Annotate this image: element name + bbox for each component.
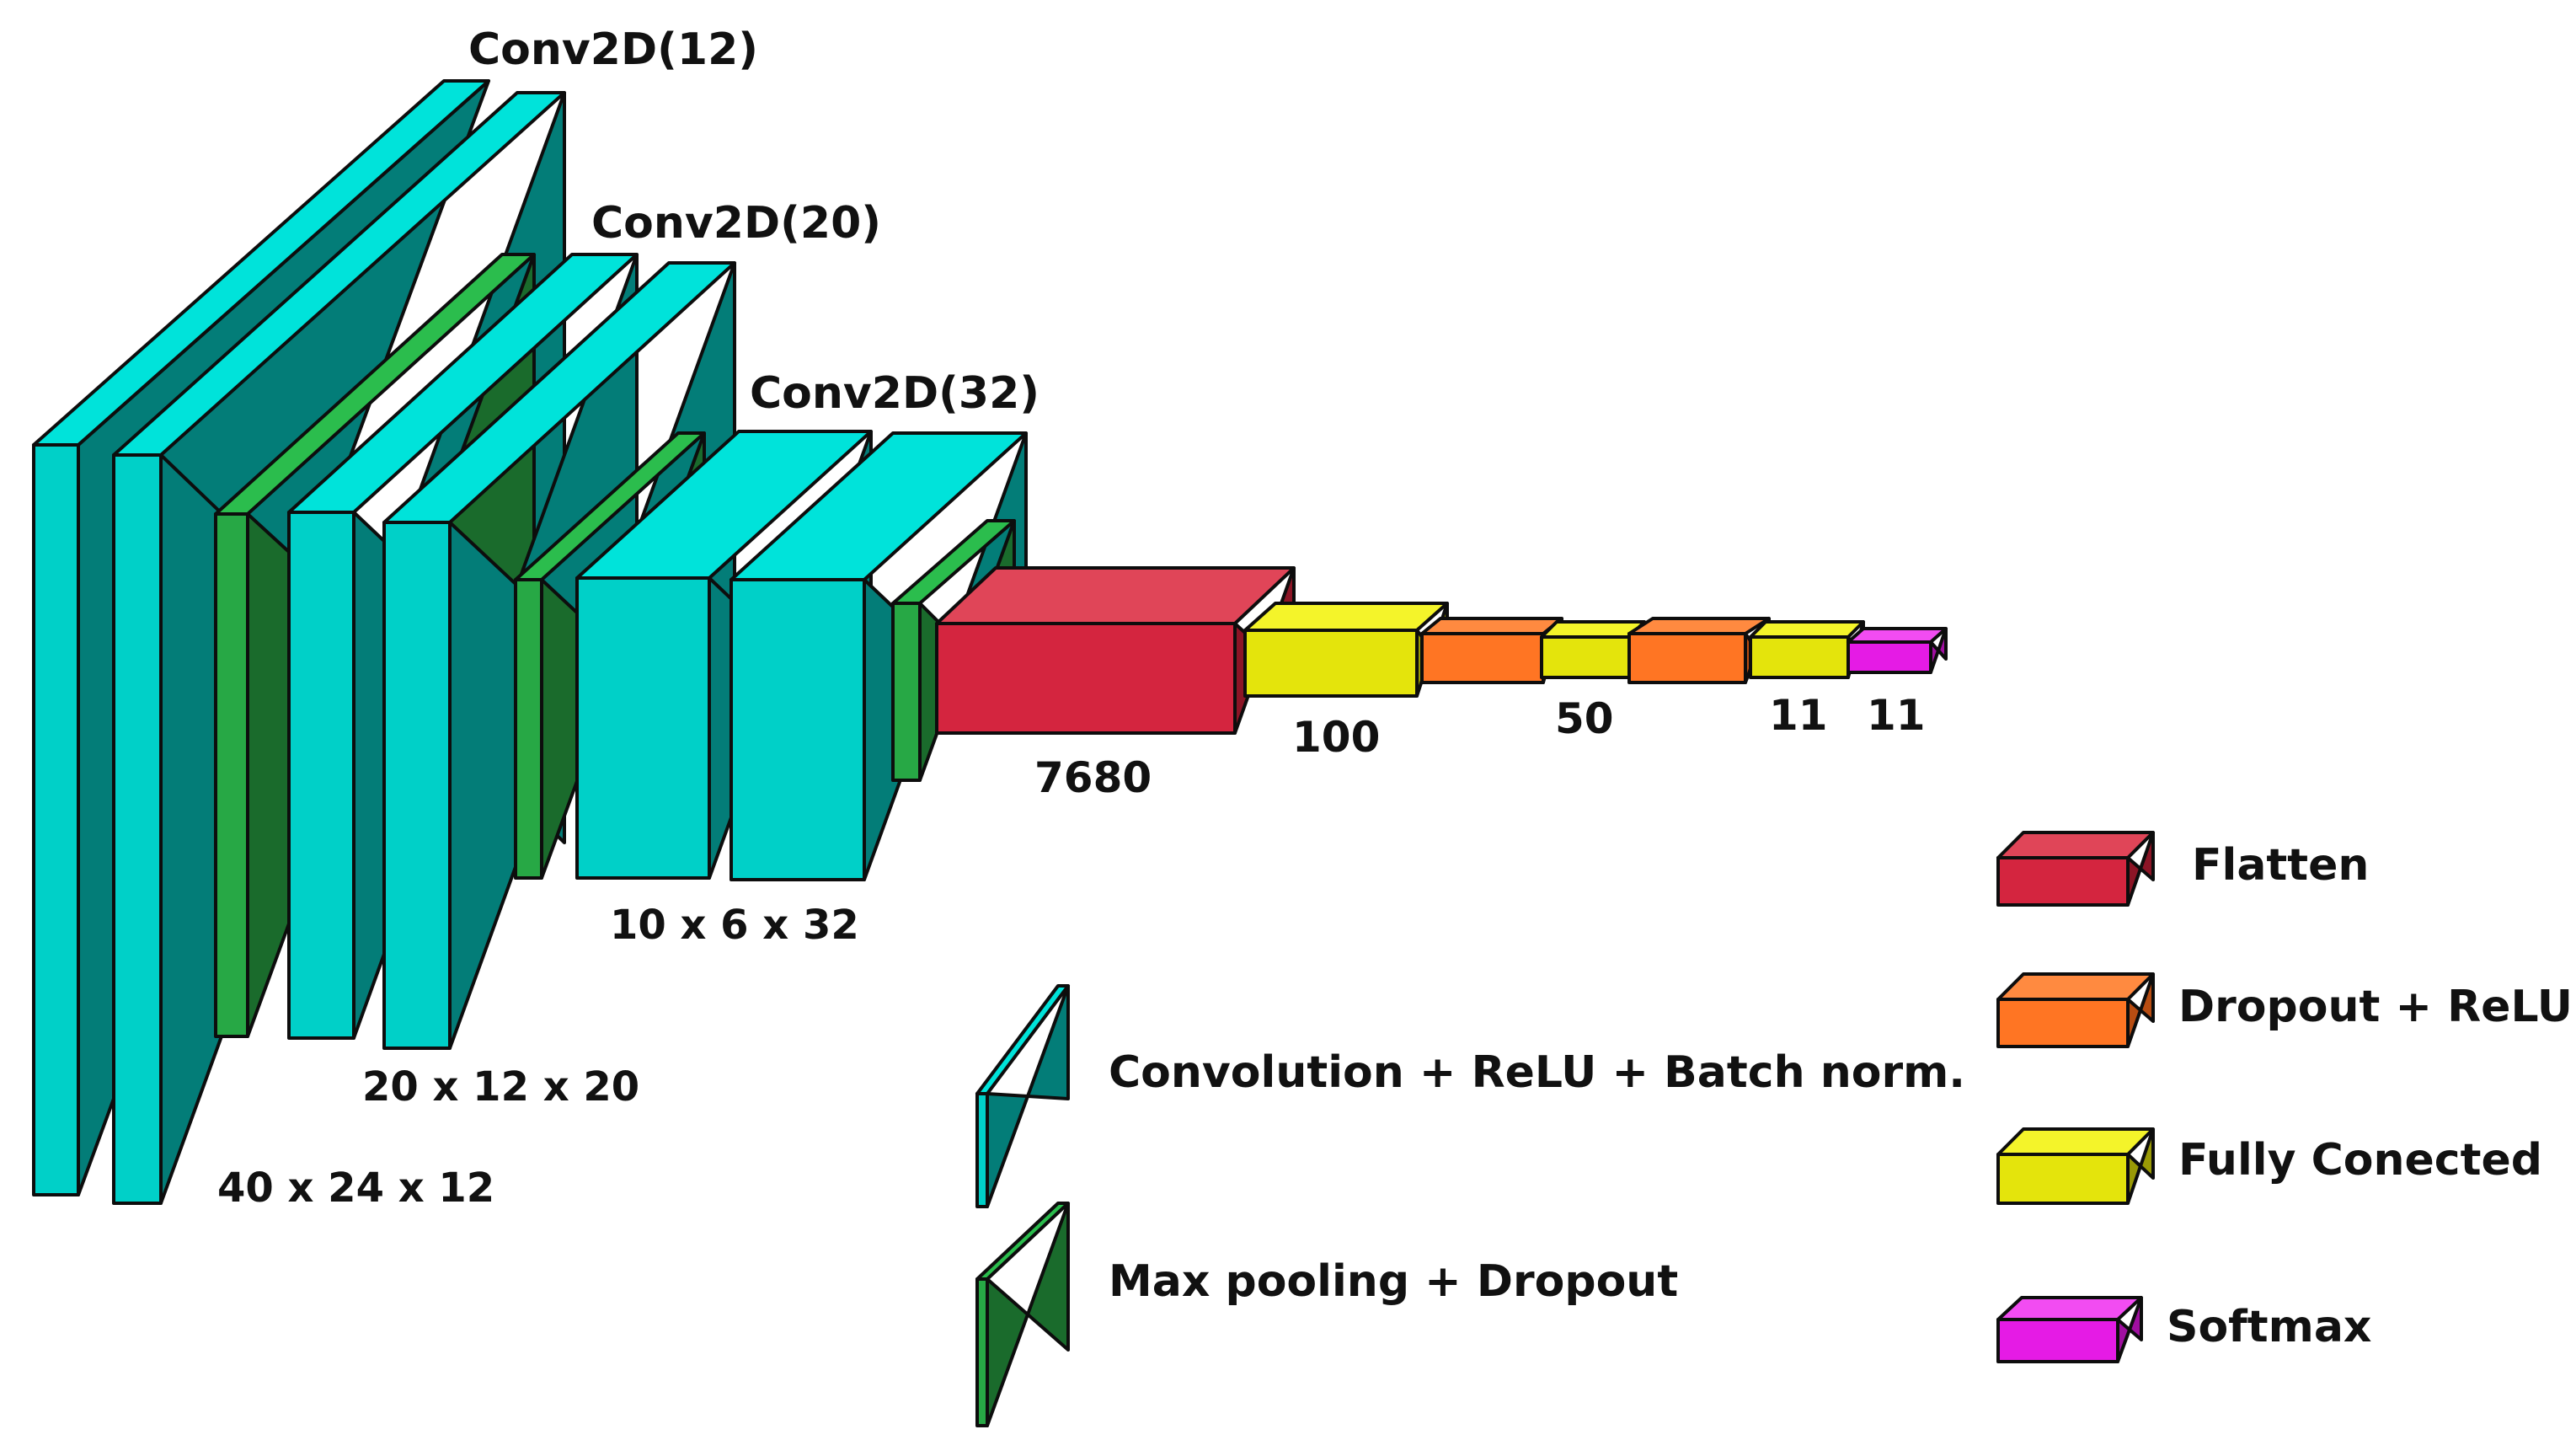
softmax-block xyxy=(1846,627,1948,674)
legend-pool-swatch xyxy=(975,1202,1070,1427)
top xyxy=(1846,627,1948,644)
top xyxy=(1996,1296,2143,1321)
front xyxy=(514,578,543,880)
top xyxy=(1243,602,1449,632)
legend-softmax-swatch xyxy=(1996,1296,2143,1363)
front xyxy=(1996,998,2130,1048)
front xyxy=(575,576,711,880)
stage3-dimension-label: 10 x 6 x 32 xyxy=(610,902,859,949)
front xyxy=(891,602,922,782)
stage2-title: Conv2D(20) xyxy=(591,198,881,249)
front xyxy=(975,1092,989,1208)
front xyxy=(935,622,1237,735)
top xyxy=(1627,617,1771,635)
front xyxy=(382,521,452,1050)
softmax-units-label: 11 xyxy=(1867,691,1926,740)
fc-block-3 xyxy=(1749,620,1865,679)
top xyxy=(1996,1127,2155,1156)
legend-flatten-label: Flatten xyxy=(2192,840,2369,891)
stage1-title: Conv2D(12) xyxy=(468,24,758,75)
front xyxy=(112,453,163,1205)
stage1-dimension-label: 40 x 24 x 12 xyxy=(217,1164,494,1212)
legend-dropout-label: Dropout + ReLU xyxy=(2178,982,2573,1032)
stage3-title: Conv2D(32) xyxy=(750,368,1039,419)
fc3-units-label: 11 xyxy=(1769,691,1828,740)
legend-dropout-swatch xyxy=(1996,972,2155,1048)
dropout-block-2 xyxy=(1627,617,1771,684)
legend-conv-label: Convolution + ReLU + Batch norm. xyxy=(1109,1047,1965,1098)
fc1-units-label: 100 xyxy=(1292,713,1380,762)
top xyxy=(1996,831,2155,859)
front xyxy=(1996,856,2130,907)
legend-fc-label: Fully Conected xyxy=(2178,1135,2542,1186)
legend-fc-swatch xyxy=(1996,1127,2155,1205)
stage2-dimension-label: 20 x 12 x 20 xyxy=(362,1063,639,1111)
top xyxy=(1420,617,1563,635)
front xyxy=(214,512,249,1038)
legend-softmax-label: Softmax xyxy=(2167,1302,2371,1352)
legend-flatten-swatch xyxy=(1996,831,2155,907)
front xyxy=(1996,1153,2130,1205)
legend-conv-swatch xyxy=(975,984,1070,1208)
front xyxy=(1749,635,1850,679)
top xyxy=(1749,620,1865,639)
fc2-units-label: 50 xyxy=(1555,694,1614,743)
top xyxy=(1996,972,2155,1001)
legend-pool-label: Max pooling + Dropout xyxy=(1109,1256,1678,1307)
legend: Convolution + ReLU + Batch norm. Max poo… xyxy=(975,831,2573,1427)
front xyxy=(1627,632,1747,684)
front xyxy=(1540,635,1631,679)
front xyxy=(1420,632,1545,684)
front xyxy=(730,578,866,881)
front xyxy=(1846,640,1932,674)
front xyxy=(975,1277,989,1427)
top xyxy=(935,566,1296,625)
fc-block-1 xyxy=(1243,602,1449,698)
front xyxy=(32,443,80,1196)
front xyxy=(287,511,355,1040)
front xyxy=(1996,1318,2119,1363)
side xyxy=(986,984,1070,1208)
front xyxy=(1243,629,1419,698)
flatten-units-label: 7680 xyxy=(1034,753,1152,802)
flatten-block xyxy=(935,566,1296,735)
